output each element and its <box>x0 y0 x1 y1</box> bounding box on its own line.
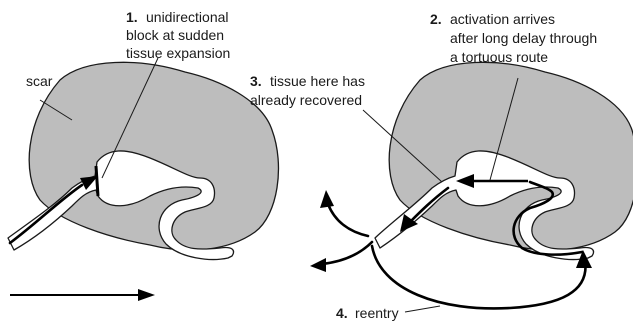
right-scar-region <box>389 62 633 250</box>
spread-down-path <box>322 242 372 264</box>
note4-number: 4. <box>336 305 348 321</box>
note1-line3: tissue expansion <box>126 45 230 61</box>
note4: 4. reentry <box>336 305 399 321</box>
note4-text: reentry <box>355 305 399 321</box>
conduction-direction-arrowhead <box>138 289 155 301</box>
note2-number: 2. <box>430 11 442 27</box>
note2: 2. activation arrives after long delay t… <box>430 11 597 65</box>
left-block-line <box>96 166 98 196</box>
note1-line1: unidirectional <box>146 9 229 25</box>
spread-up-path <box>328 204 368 236</box>
left-panel <box>8 58 278 301</box>
note3-line2: already recovered <box>250 92 362 108</box>
left-scar-region <box>29 62 278 250</box>
note4-leader <box>405 306 440 312</box>
note3: 3. tissue here has already recovered <box>250 73 365 108</box>
note1-number: 1. <box>126 9 138 25</box>
note2-line1: activation arrives <box>450 11 555 27</box>
spread-down-arrowhead <box>310 258 326 272</box>
note3-number: 3. <box>250 73 262 89</box>
note3-line1: tissue here has <box>270 73 365 89</box>
note1-line2: block at sudden <box>126 27 224 43</box>
spread-up-arrowhead <box>320 190 334 208</box>
scar-label: scar <box>26 73 53 89</box>
note2-line3: a tortuous route <box>450 49 548 65</box>
note1: 1. unidirectional block at sudden tissue… <box>126 9 230 61</box>
note2-line2: after long delay through <box>450 30 597 46</box>
